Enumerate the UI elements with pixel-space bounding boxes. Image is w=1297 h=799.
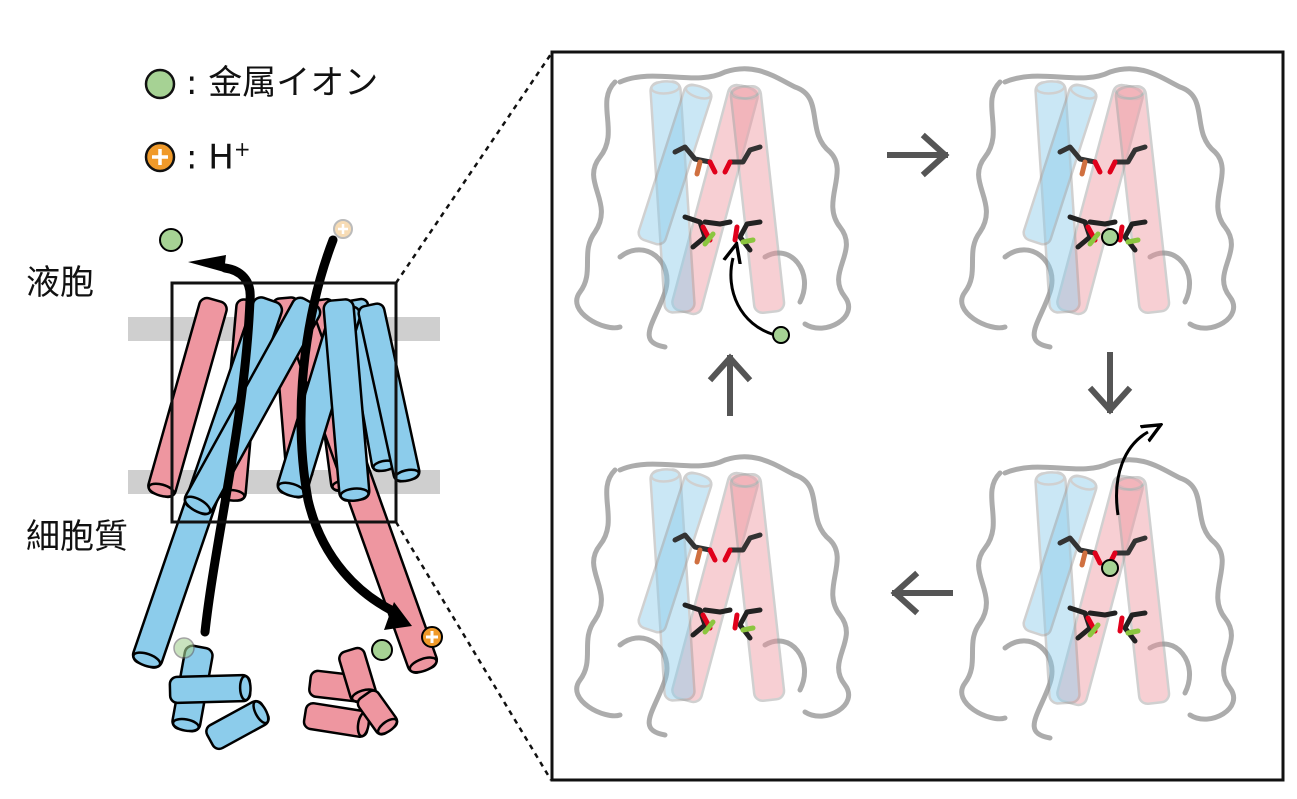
metal-ion-icon bbox=[159, 228, 393, 661]
proton-path-arrow bbox=[296, 235, 412, 630]
helix-cylinder bbox=[671, 471, 759, 704]
legend-proton-label: : H+ bbox=[186, 139, 251, 174]
ion-exit-arrow bbox=[1115, 432, 1148, 516]
cycle-arrow-up bbox=[707, 353, 753, 416]
helix-cylinder bbox=[671, 83, 759, 316]
zoom-region-box bbox=[170, 53, 553, 781]
legend-metal-ion-icon bbox=[144, 68, 176, 100]
ion-entry-arrow bbox=[731, 258, 790, 344]
legend-proton-text: : H bbox=[186, 137, 234, 178]
vacuole-label: 液胞 bbox=[26, 263, 94, 303]
helix-cylinder bbox=[729, 472, 786, 703]
helix-cylinder bbox=[1056, 83, 1144, 316]
helix-cylinder bbox=[147, 296, 228, 499]
helix-cylinder bbox=[168, 673, 252, 705]
helix-cylinder bbox=[1056, 474, 1144, 707]
cycle-arrow-left bbox=[890, 570, 953, 616]
helix-cylinder bbox=[637, 83, 713, 246]
helix-cylinder bbox=[322, 298, 371, 502]
transport-state bbox=[574, 454, 852, 738]
helix-cylinder bbox=[637, 471, 713, 634]
helix-cylinder bbox=[649, 80, 696, 314]
helix-cylinder bbox=[649, 468, 696, 702]
helix-cylinder bbox=[356, 689, 399, 736]
cycle-arrow-down bbox=[1087, 352, 1133, 415]
helix-cylinder bbox=[1034, 471, 1081, 705]
released-metal-ion-icon bbox=[1101, 559, 1119, 577]
helix-cylinder bbox=[1114, 475, 1171, 706]
helix-cylinder bbox=[1022, 83, 1098, 246]
metal-ion-path-arrow bbox=[188, 255, 255, 637]
cytoplasm-label: 細胞質 bbox=[26, 517, 128, 557]
helix-cylinder bbox=[1114, 84, 1171, 315]
bound-metal-ion-icon bbox=[1101, 228, 1119, 246]
mechanism-panel bbox=[550, 50, 1285, 782]
legend-proton-superscript: + bbox=[233, 137, 251, 161]
mechanism-states bbox=[574, 66, 1237, 741]
helix-cylinder bbox=[205, 699, 270, 751]
proton-icon bbox=[333, 219, 443, 648]
transport-state bbox=[959, 457, 1237, 741]
helix-cylinder bbox=[729, 84, 786, 315]
helix-cylinder bbox=[1034, 80, 1081, 314]
transport-state bbox=[959, 66, 1237, 350]
helix-cylinder bbox=[1022, 474, 1098, 637]
legend-metal-ion-label: : 金属イオン bbox=[186, 63, 379, 103]
legend-proton-icon bbox=[144, 141, 176, 173]
transport-state bbox=[574, 66, 852, 350]
helix-cylinder bbox=[357, 302, 421, 483]
cycle-arrow-right bbox=[887, 132, 950, 178]
